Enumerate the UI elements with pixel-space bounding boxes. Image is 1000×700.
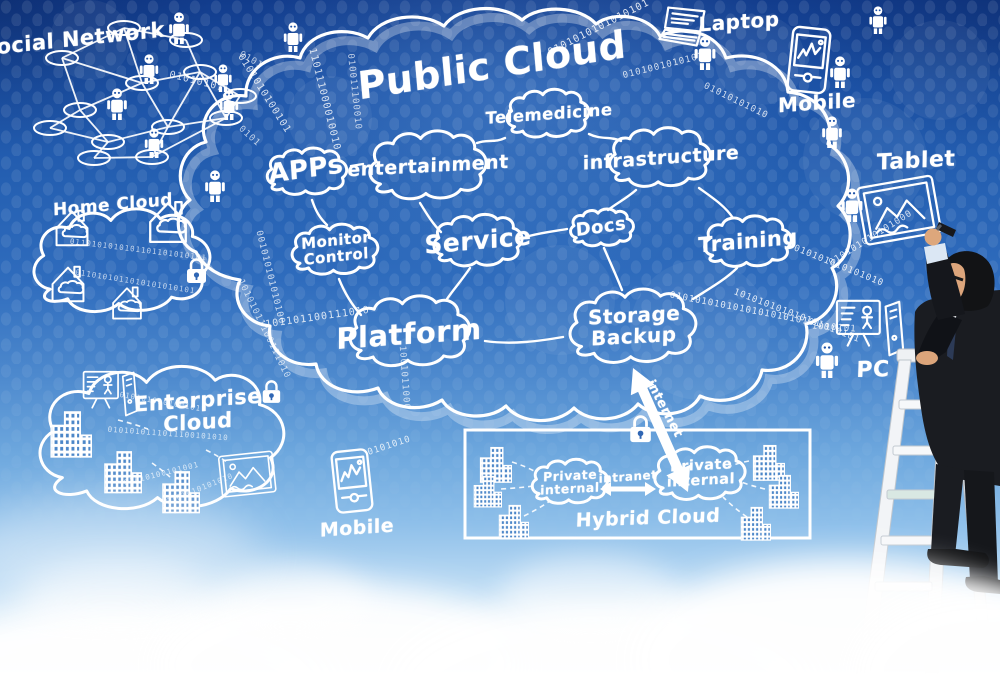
network-edge bbox=[167, 117, 227, 128]
suit-arm-raised bbox=[926, 250, 965, 320]
network-edge bbox=[167, 71, 201, 128]
dashed-link bbox=[523, 500, 551, 517]
ladder-rung bbox=[863, 669, 927, 680]
network-node bbox=[151, 119, 185, 135]
binary-stream: 1010101 bbox=[811, 321, 857, 334]
network-edge bbox=[123, 27, 143, 84]
bokeh-circle bbox=[630, 260, 770, 400]
arrows bbox=[600, 368, 691, 496]
network-edge bbox=[61, 57, 81, 111]
social-network-graph bbox=[33, 12, 257, 166]
ladder-rung bbox=[880, 535, 936, 546]
connector-line bbox=[445, 266, 472, 301]
network-edge bbox=[79, 109, 109, 143]
connector-line bbox=[475, 136, 507, 145]
bokeh-circle bbox=[50, 0, 130, 80]
network-node bbox=[77, 150, 111, 166]
intranet-arrow bbox=[600, 482, 656, 496]
network-node bbox=[183, 64, 217, 80]
ladder-rung bbox=[868, 627, 930, 638]
ladder-rung bbox=[886, 489, 939, 500]
network-edge bbox=[107, 126, 169, 143]
connector-line bbox=[691, 266, 739, 301]
suit-arm-left bbox=[918, 312, 962, 360]
connector-line bbox=[349, 162, 365, 168]
bokeh-circle bbox=[505, 245, 615, 355]
network-edge bbox=[185, 39, 201, 73]
connector-line bbox=[483, 335, 565, 344]
dashed-link bbox=[511, 461, 537, 473]
bokeh-circle bbox=[288, 76, 372, 160]
bokeh-circle bbox=[890, 20, 990, 120]
shirt-cuff bbox=[924, 243, 948, 264]
internet-arrow bbox=[630, 368, 691, 492]
network-edge bbox=[93, 156, 153, 159]
connector-line bbox=[697, 186, 735, 220]
dashed-link bbox=[740, 481, 766, 490]
network-edge bbox=[151, 117, 227, 158]
connector-line bbox=[310, 198, 329, 227]
binary-stream: 1001011000 bbox=[397, 345, 411, 410]
network-edge bbox=[151, 126, 169, 158]
hand-with-pen bbox=[924, 228, 942, 246]
shoe bbox=[965, 576, 1000, 594]
network-node bbox=[223, 88, 257, 104]
ladder-rung bbox=[874, 581, 933, 592]
network-node bbox=[169, 32, 203, 48]
network-node bbox=[45, 50, 79, 66]
network-node bbox=[63, 102, 97, 118]
network-node bbox=[33, 120, 67, 136]
network-edge bbox=[49, 127, 109, 143]
dashed-link bbox=[151, 462, 171, 478]
network-node bbox=[91, 134, 125, 150]
pen-tip bbox=[936, 224, 942, 231]
trouser-front bbox=[931, 464, 964, 556]
businessman bbox=[914, 222, 1000, 594]
network-edge bbox=[93, 141, 109, 159]
network-node bbox=[125, 75, 159, 91]
connector-line bbox=[527, 227, 569, 238]
public-cloud-outline-line bbox=[176, 6, 852, 423]
dashed-link bbox=[722, 496, 748, 518]
dashed-link bbox=[727, 460, 750, 468]
network-node bbox=[107, 20, 141, 36]
hand-on-ladder bbox=[916, 351, 938, 365]
dashed-link bbox=[117, 419, 149, 430]
network-edge bbox=[49, 109, 81, 129]
connector-line bbox=[602, 246, 624, 292]
